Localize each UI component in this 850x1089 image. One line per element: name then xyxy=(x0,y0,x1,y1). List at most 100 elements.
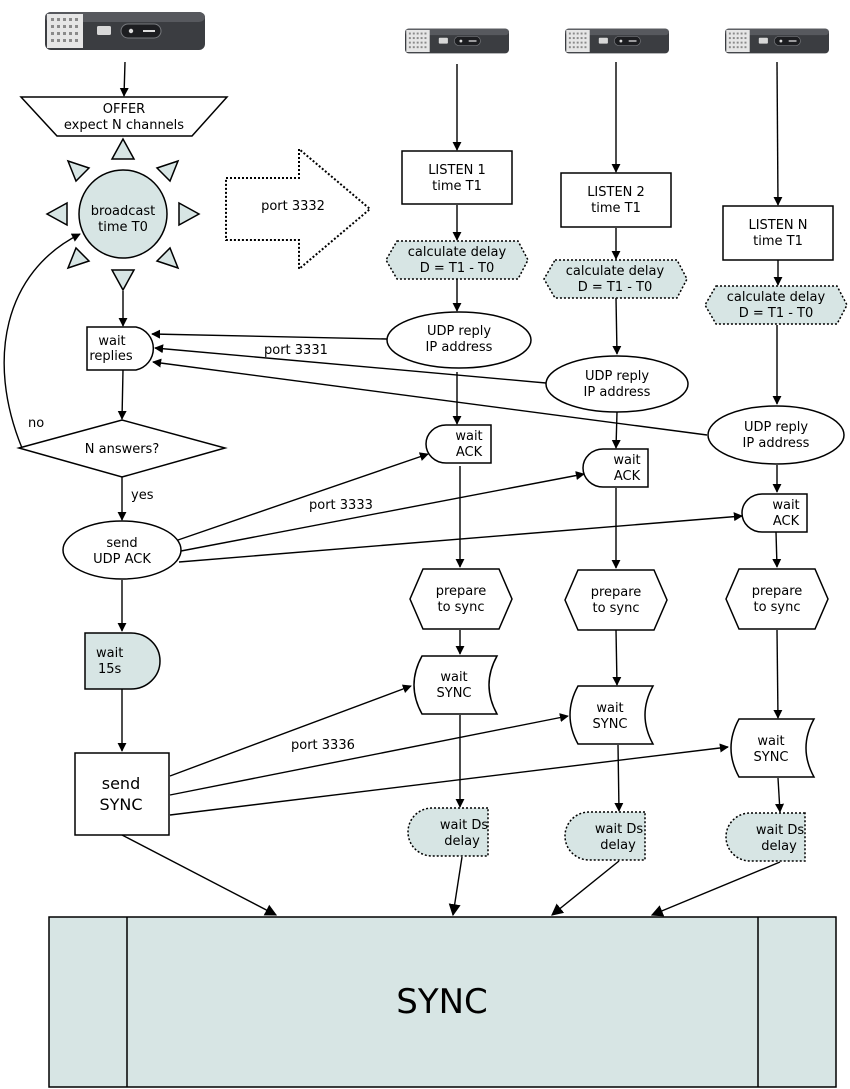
wait-sync-n-line1: wait xyxy=(757,734,784,749)
prepare-n-line2: to sync xyxy=(753,600,800,615)
send-sync-line2: SYNC xyxy=(99,795,142,814)
reply-n-line2: IP address xyxy=(743,436,810,451)
wait-replies-node: wait replies xyxy=(86,326,155,371)
no-label: no xyxy=(28,416,44,431)
sync-final-node: SYNC xyxy=(48,916,837,1088)
flow-edges xyxy=(3,61,785,917)
device-icon-listener-2 xyxy=(565,28,669,54)
wait-sync-2-node: wait SYNC xyxy=(569,685,655,745)
wait-delay-2-line1: wait Ds xyxy=(595,822,643,837)
calc-n-line1: calculate delay xyxy=(727,290,826,305)
wait-replies-line1: wait xyxy=(98,334,125,349)
wait-delay-2-line2: delay xyxy=(600,838,636,853)
wait-15s-node: wait 15s xyxy=(84,632,161,690)
listen-2-node: LISTEN 2 time T1 xyxy=(560,172,672,228)
sync-final-label: SYNC xyxy=(396,982,488,1022)
device-icon-master xyxy=(45,11,205,51)
wait-ack-2-line2: ACK xyxy=(614,469,641,484)
udp-reply-n-node: UDP reply IP address xyxy=(707,405,845,465)
listen-2-line2: time T1 xyxy=(591,201,641,216)
prepare-n-line1: prepare xyxy=(752,584,803,599)
offer-label-line1: OFFER xyxy=(103,102,145,117)
reply-2-line2: IP address xyxy=(584,385,651,400)
listen-1-line2: time T1 xyxy=(432,179,482,194)
device-icon-listener-1 xyxy=(405,28,509,54)
wait-ack-n-line1: wait xyxy=(772,498,799,513)
port-3332-arrow: port 3332 xyxy=(225,146,372,272)
calc-delay-2-node: calculate delay D = T1 - T0 xyxy=(543,259,688,299)
prepare-2-node: prepare to sync xyxy=(564,569,668,631)
prepare-n-node: prepare to sync xyxy=(725,568,829,630)
broadcast-label-line2: time T0 xyxy=(98,220,148,235)
wait-sync-2-line2: SYNC xyxy=(593,717,628,732)
calc-n-line2: D = T1 - T0 xyxy=(739,306,814,321)
prepare-1-line2: to sync xyxy=(437,600,484,615)
send-sync-line1: send xyxy=(102,774,140,793)
wait-sync-2-line1: wait xyxy=(596,701,623,716)
send-ack-line1: send xyxy=(106,536,137,551)
calc-1-line1: calculate delay xyxy=(408,245,507,260)
listener-1-column: LISTEN 1 time T1 calculate delay D = T1 … xyxy=(385,150,532,857)
reply-n-line1: UDP reply xyxy=(744,420,808,435)
reply-2-line1: UDP reply xyxy=(585,369,649,384)
port-3331-label: port 3331 xyxy=(264,343,328,358)
wait-sync-1-line2: SYNC xyxy=(437,686,472,701)
calc-1-line2: D = T1 - T0 xyxy=(420,261,495,276)
wait-delay-n-node: wait Ds delay xyxy=(725,812,806,862)
listen-n-line1: LISTEN N xyxy=(748,218,807,233)
port-3333-label: port 3333 xyxy=(309,498,373,513)
port-3332-label: port 3332 xyxy=(261,199,325,214)
broadcast-node xyxy=(78,169,168,259)
udp-reply-1-node: UDP reply IP address xyxy=(386,311,532,369)
wait-sync-1-node: wait SYNC xyxy=(413,655,499,715)
wait-ack-n-line2: ACK xyxy=(773,514,800,529)
listen-n-line2: time T1 xyxy=(753,234,803,249)
send-ack-node: send UDP ACK xyxy=(62,520,182,580)
wait-replies-line2: replies xyxy=(89,349,133,364)
port-3336-label: port 3336 xyxy=(291,738,355,753)
listen-1-line1: LISTEN 1 xyxy=(428,163,486,178)
calc-delay-1-node: calculate delay D = T1 - T0 xyxy=(385,240,529,280)
reply-1-line1: UDP reply xyxy=(427,324,491,339)
send-sync-node: send SYNC xyxy=(74,752,170,836)
wait-ack-1-node: wait ACK xyxy=(425,424,492,464)
listen-2-line1: LISTEN 2 xyxy=(587,185,645,200)
prepare-1-line1: prepare xyxy=(436,584,487,599)
calc-2-line2: D = T1 - T0 xyxy=(578,280,653,295)
wait-ack-2-line1: wait xyxy=(613,453,640,468)
wait-ack-1-line1: wait xyxy=(455,429,482,444)
calc-2-line1: calculate delay xyxy=(566,264,665,279)
prepare-1-node: prepare to sync xyxy=(409,568,513,630)
broadcast-sun: broadcast time T0 xyxy=(45,137,201,292)
n-answers-decision: N answers? xyxy=(16,419,228,478)
listener-n-column: LISTEN N time T1 calculate delay D = T1 … xyxy=(704,205,848,862)
broadcast-label-line1: broadcast xyxy=(91,204,155,219)
wait-ack-1-line2: ACK xyxy=(456,445,483,460)
wait-delay-n-line1: wait Ds xyxy=(756,823,804,838)
send-ack-line2: UDP ACK xyxy=(93,552,151,567)
wait-ack-2-node: wait ACK xyxy=(582,448,649,488)
prepare-2-line1: prepare xyxy=(591,585,642,600)
udp-reply-2-node: UDP reply IP address xyxy=(545,355,689,413)
listen-1-node: LISTEN 1 time T1 xyxy=(401,150,513,205)
wait-delay-2-node: wait Ds delay xyxy=(564,811,646,861)
wait-15s-line2: 15s xyxy=(98,662,122,677)
listen-n-node: LISTEN N time T1 xyxy=(722,205,834,261)
offer-node: OFFER expect N channels xyxy=(19,96,229,137)
yes-label: yes xyxy=(131,488,154,503)
wait-delay-1-node: wait Ds delay xyxy=(407,807,489,857)
device-icon-listener-n xyxy=(725,28,829,54)
wait-sync-1-line1: wait xyxy=(440,670,467,685)
wait-delay-n-line2: delay xyxy=(761,839,797,854)
offer-label-line2: expect N channels xyxy=(64,118,184,133)
calc-delay-n-node: calculate delay D = T1 - T0 xyxy=(704,285,848,325)
wait-15s-line1: wait xyxy=(96,646,123,661)
wait-delay-1-line1: wait Ds xyxy=(440,818,488,833)
listener-2-column: LISTEN 2 time T1 calculate delay D = T1 … xyxy=(543,172,689,861)
wait-sync-n-line2: SYNC xyxy=(754,750,789,765)
wait-ack-n-node: wait ACK xyxy=(741,493,808,533)
decision-label: N answers? xyxy=(85,442,159,457)
broadcast-rays xyxy=(45,137,201,292)
wait-sync-n-node: wait SYNC xyxy=(730,718,816,778)
